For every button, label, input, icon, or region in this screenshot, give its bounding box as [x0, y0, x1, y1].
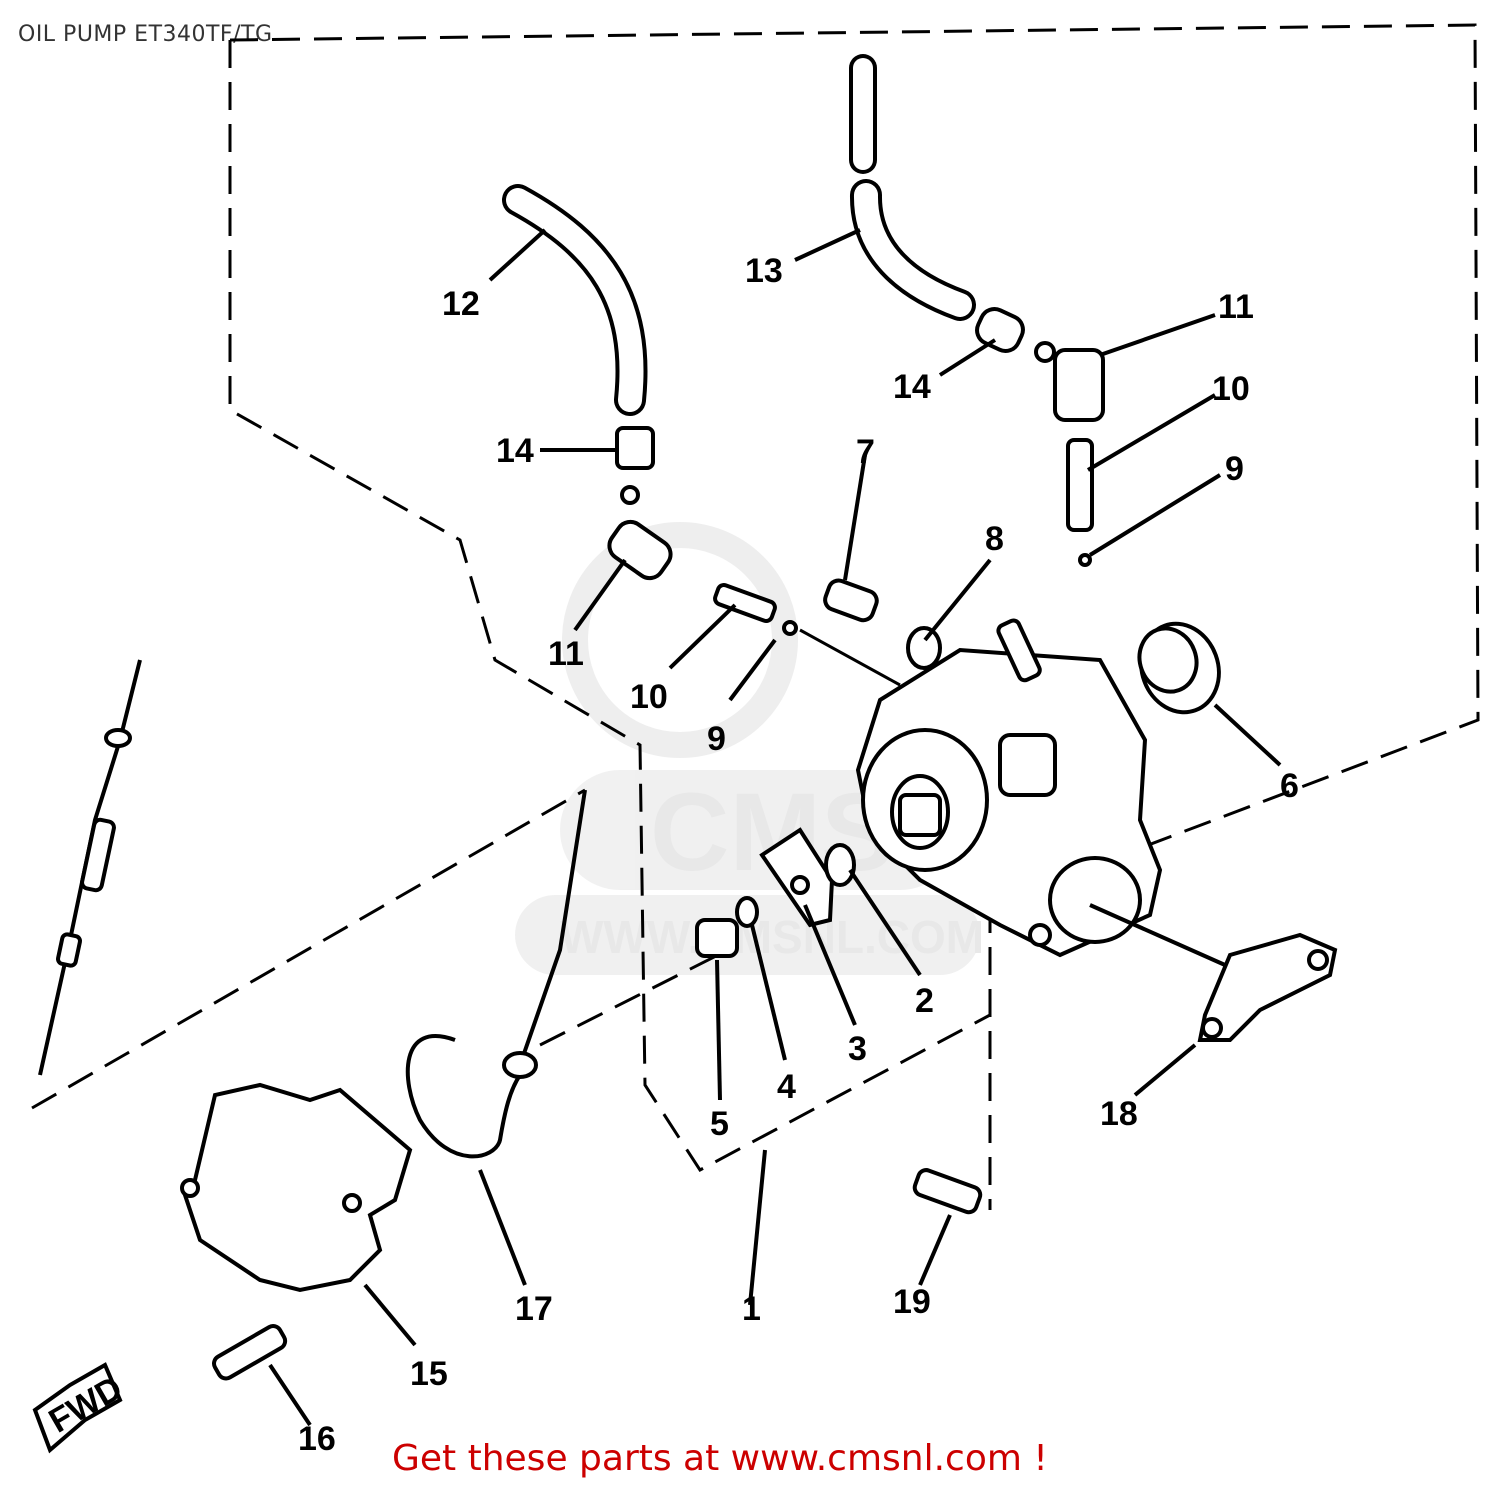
callout-1: 1	[742, 1290, 761, 1328]
hose-clip-left	[615, 426, 655, 470]
callout-9-right: 9	[1225, 450, 1244, 488]
washer-2	[824, 843, 856, 887]
callout-7: 7	[856, 433, 875, 471]
gasket-18	[1197, 932, 1338, 1042]
fitting-bolt-right	[1066, 438, 1094, 532]
callout-11-left: 11	[548, 635, 584, 673]
callout-6: 6	[1280, 767, 1299, 805]
bolt-16	[212, 1324, 288, 1381]
check-ball-right	[1078, 553, 1092, 567]
watermark-url-text: WWW.CMSNL.COM	[560, 911, 984, 963]
assembly-outline	[31, 23, 1480, 1210]
callout-5: 5	[710, 1105, 729, 1143]
throttle-cable	[38, 659, 142, 1076]
callout-18: 18	[1100, 1095, 1138, 1133]
oil-hose-right	[849, 54, 976, 321]
washer-8	[906, 626, 942, 670]
leader-lines	[268, 228, 1282, 1427]
callout-14-left: 14	[496, 432, 534, 470]
callout-17: 17	[515, 1290, 553, 1328]
fwd-arrow-icon: FWD	[32, 1362, 129, 1454]
fitting-washer-right	[1034, 341, 1056, 363]
callout-4: 4	[777, 1068, 796, 1106]
callout-13: 13	[745, 252, 783, 290]
cms-watermark: CMS WWW.CMSNL.COM	[515, 522, 984, 975]
screw-7	[823, 578, 879, 623]
callout-12: 12	[442, 285, 480, 323]
cable-17	[405, 789, 587, 1159]
callout-11-right: 11	[1218, 288, 1254, 326]
callout-labels: 12 13 11 14 10 9 14 7 8 11 10 9 6 2 3 4 …	[298, 252, 1299, 1458]
callout-10-right: 10	[1212, 370, 1250, 408]
callout-9-left: 9	[707, 720, 726, 758]
callout-15: 15	[410, 1355, 448, 1393]
nut-5	[695, 918, 739, 958]
banjo-fitting-right	[1053, 348, 1105, 422]
pump-cap-6	[1137, 621, 1221, 715]
callout-10-left: 10	[630, 678, 668, 716]
washer-4	[735, 896, 759, 928]
watermark-logo-text: CMS	[650, 771, 894, 894]
callout-14-right: 14	[893, 368, 931, 406]
callout-8: 8	[985, 520, 1004, 558]
hole-3	[790, 875, 810, 895]
pump-cover-15	[180, 1082, 413, 1293]
bolt-19	[912, 1168, 983, 1215]
oil-hose-left	[296, 69, 648, 416]
ball-9-left	[782, 620, 798, 636]
parts-link[interactable]: Get these parts at www.cmsnl.com !	[392, 1438, 1048, 1479]
hose-clip-right	[975, 306, 1025, 354]
callout-2: 2	[915, 982, 934, 1020]
callout-16: 16	[298, 1420, 336, 1458]
oil-pump-body	[855, 618, 1163, 958]
callout-19: 19	[893, 1283, 931, 1321]
callout-3: 3	[848, 1030, 867, 1068]
spring-10-left	[713, 583, 777, 623]
fitting-washer-left	[620, 485, 640, 505]
banjo-fitting-left	[607, 519, 673, 581]
